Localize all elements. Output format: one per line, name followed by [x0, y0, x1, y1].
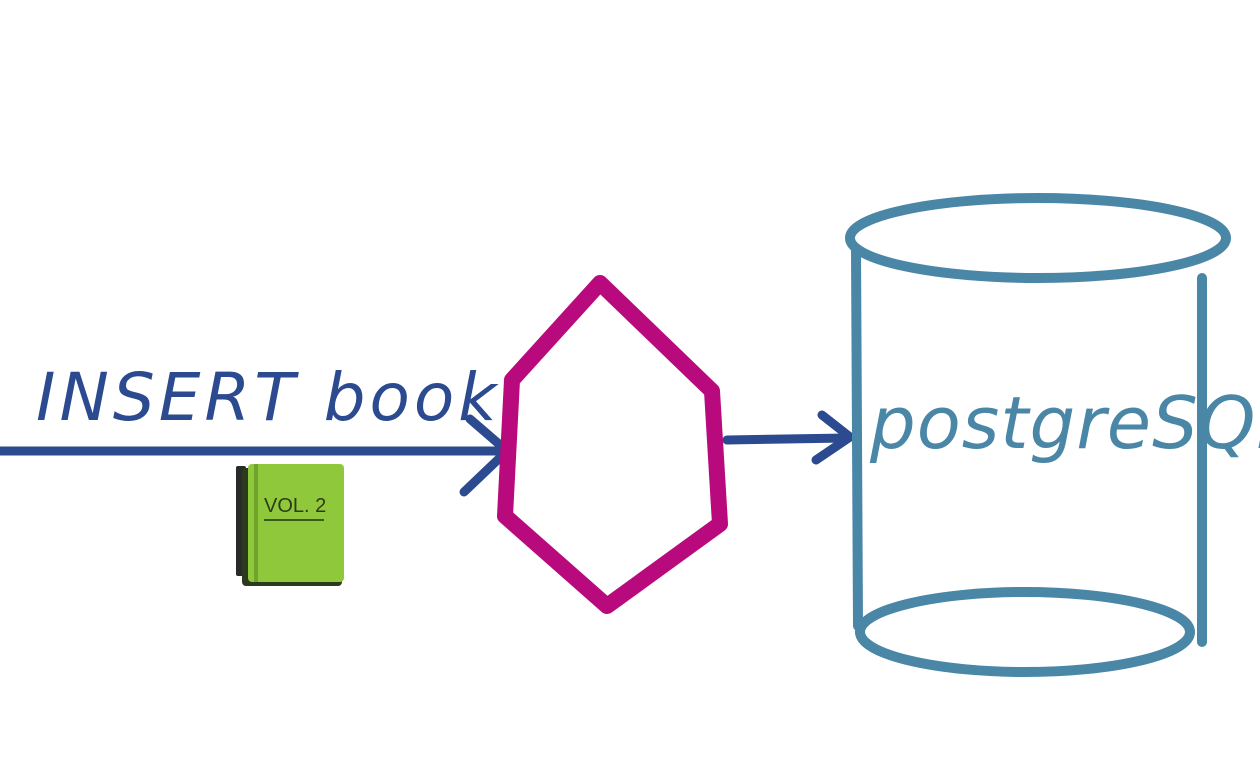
insert-book-label: INSERT book: [36, 359, 500, 436]
green-book-icon: VOL. 2: [236, 464, 344, 586]
cylinder-top: [845, 193, 1231, 283]
postgres-label: postgreSQL: [869, 381, 1260, 465]
book-cover-text: VOL. 2: [264, 495, 326, 517]
db-arrow-shaft: [722, 433, 852, 445]
postgres-cylinder: [845, 193, 1231, 677]
middleware-hexagon: [497, 275, 728, 614]
db-arrow: [722, 410, 855, 465]
cylinder-left-wall: [851, 245, 863, 631]
db-arrow-head: [811, 410, 855, 465]
cylinder-bottom: [855, 587, 1195, 677]
